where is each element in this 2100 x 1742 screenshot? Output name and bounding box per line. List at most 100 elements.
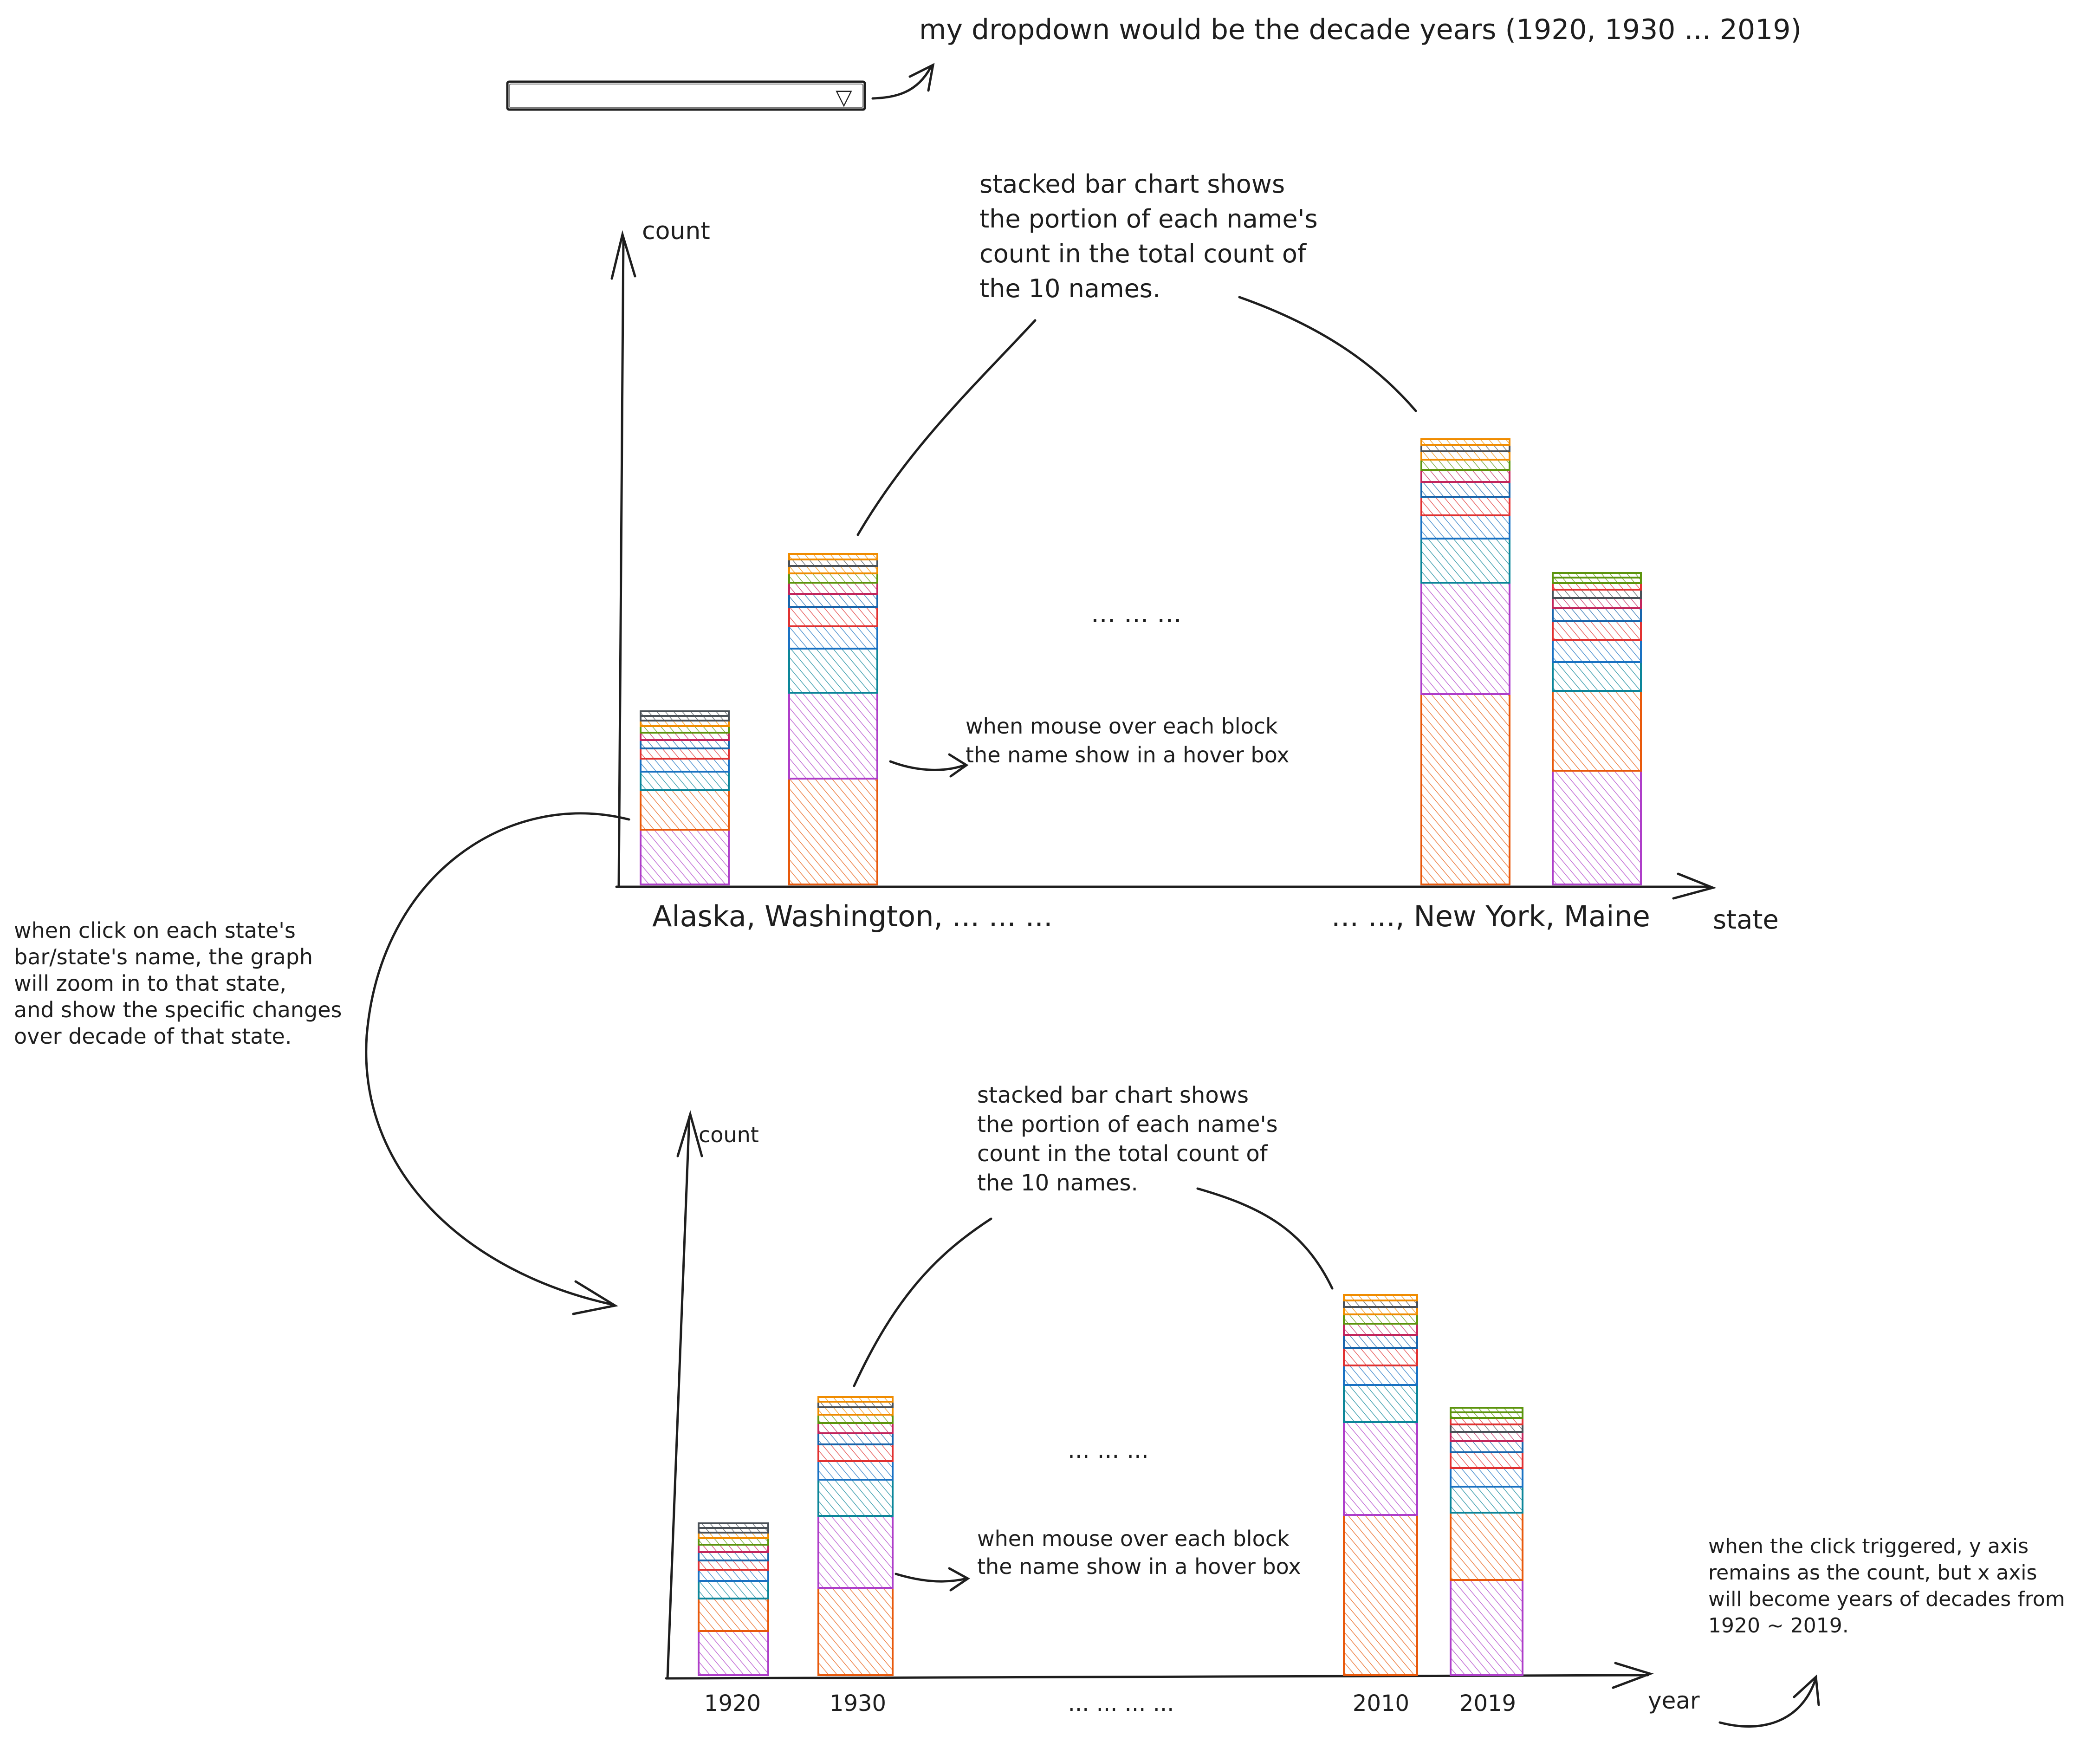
- bar-segment[interactable]: [788, 625, 878, 650]
- bar-segment[interactable]: [640, 758, 730, 773]
- bar-segment[interactable]: [1552, 607, 1642, 622]
- bar-segment[interactable]: [1450, 1431, 1523, 1442]
- bar-segment[interactable]: [640, 771, 730, 791]
- svg-text:the portion of each name's: the portion of each name's: [979, 204, 1318, 234]
- bar-segment[interactable]: [1420, 582, 1510, 695]
- top-note-line: the portion of each name's: [979, 204, 1318, 234]
- bar-segment[interactable]: [1420, 514, 1510, 540]
- zoom-arrow: [365, 812, 630, 1315]
- svg-text:the 10 names.: the 10 names.: [979, 274, 1160, 303]
- bar-segment[interactable]: [698, 1537, 769, 1546]
- bar-segment[interactable]: [698, 1522, 769, 1529]
- bar-segment[interactable]: [698, 1569, 769, 1582]
- chevron-down-icon[interactable]: ▽: [836, 84, 852, 110]
- svg-text:the portion of each name's: the portion of each name's: [977, 1112, 1278, 1138]
- bar-segment[interactable]: [1420, 469, 1510, 483]
- bar-segment[interactable]: [1343, 1323, 1418, 1336]
- top-x-labels-right: ... ..., New York, Maine: [1331, 899, 1650, 933]
- bar-segment[interactable]: [1552, 582, 1642, 591]
- bar-segment[interactable]: [1450, 1424, 1523, 1433]
- top-x-axis: [615, 872, 1717, 900]
- bar-segment[interactable]: [817, 1406, 894, 1416]
- bar-segment[interactable]: [640, 725, 730, 734]
- bar-segment[interactable]: [1552, 770, 1642, 885]
- bar-segment[interactable]: [1420, 444, 1510, 452]
- bar-segment[interactable]: [788, 648, 878, 694]
- bar-segment[interactable]: [1343, 1306, 1418, 1315]
- bar-segment[interactable]: [1420, 459, 1510, 471]
- bar-segment[interactable]: [1450, 1417, 1523, 1425]
- bar-segment[interactable]: [1450, 1451, 1523, 1469]
- bar-segment[interactable]: [788, 692, 878, 780]
- bar-segment[interactable]: [1343, 1347, 1418, 1366]
- bar-segment[interactable]: [640, 748, 730, 760]
- bottom-note: stacked bar chart shows the portion of e…: [977, 1082, 1278, 1196]
- bar-segment[interactable]: [817, 1460, 894, 1481]
- bar-segment[interactable]: [1343, 1300, 1418, 1308]
- bar-segment[interactable]: [817, 1414, 894, 1424]
- bar-segment[interactable]: [698, 1544, 769, 1553]
- bottom-right-note: when the click triggered, y axis remains…: [1708, 1534, 2065, 1638]
- bar-segment[interactable]: [1450, 1440, 1523, 1453]
- bar-segment[interactable]: [1343, 1421, 1418, 1516]
- bar-segment[interactable]: [1343, 1313, 1418, 1325]
- bar-segment[interactable]: [1552, 620, 1642, 641]
- bar-segment[interactable]: [1420, 450, 1510, 461]
- bar-segment[interactable]: [1450, 1512, 1523, 1581]
- bar-segment[interactable]: [788, 559, 878, 567]
- bar-segment[interactable]: [1450, 1579, 1523, 1676]
- bar-segment[interactable]: [1552, 597, 1642, 609]
- bar-segment[interactable]: [698, 1630, 769, 1676]
- bar-segment[interactable]: [698, 1551, 769, 1561]
- bar-segment[interactable]: [1552, 690, 1642, 772]
- bar-segment[interactable]: [1420, 438, 1510, 446]
- bar-segment[interactable]: [817, 1515, 894, 1589]
- svg-text:stacked bar chart shows: stacked bar chart shows: [979, 169, 1285, 199]
- bar-segment[interactable]: [1450, 1486, 1523, 1514]
- dropdown-note: my dropdown would be the decade years (1…: [919, 13, 1802, 46]
- bar-segment[interactable]: [788, 606, 878, 627]
- bar-segment[interactable]: [640, 829, 730, 885]
- bar-segment[interactable]: [1552, 589, 1642, 599]
- bar-segment[interactable]: [817, 1479, 894, 1517]
- top-note-line: the 10 names.: [979, 274, 1160, 303]
- bar-segment[interactable]: [698, 1598, 769, 1632]
- svg-text:will become years of decades f: will become years of decades from: [1708, 1587, 2065, 1611]
- bar-segment[interactable]: [1343, 1384, 1418, 1423]
- bar-segment[interactable]: [1420, 693, 1510, 885]
- bar-segment[interactable]: [817, 1396, 894, 1403]
- bar-segment[interactable]: [640, 739, 730, 749]
- bar-segment[interactable]: [1420, 481, 1510, 498]
- bar-segment[interactable]: [1552, 661, 1642, 692]
- bar-segment[interactable]: [1450, 1407, 1523, 1413]
- bar-segment[interactable]: [788, 778, 878, 885]
- bar-segment[interactable]: [698, 1580, 769, 1599]
- bottom-middle-ellipsis: ... ... ...: [1068, 1436, 1149, 1463]
- bar-segment[interactable]: [640, 710, 730, 717]
- svg-text:bar/state's name, the graph: bar/state's name, the graph: [14, 944, 313, 969]
- bar-segment[interactable]: [698, 1560, 769, 1571]
- bar-segment[interactable]: [817, 1422, 894, 1434]
- bar-segment[interactable]: [1420, 496, 1510, 516]
- bar-segment[interactable]: [788, 572, 878, 584]
- bar-segment[interactable]: [1343, 1294, 1418, 1301]
- bar-segment[interactable]: [817, 1587, 894, 1676]
- bar-segment[interactable]: [1343, 1334, 1418, 1349]
- bar-segment[interactable]: [817, 1432, 894, 1445]
- bottom-hover-arrow: [894, 1567, 970, 1592]
- bar-segment[interactable]: [1420, 538, 1510, 584]
- bar-segment[interactable]: [788, 582, 878, 595]
- decade-dropdown[interactable]: [506, 80, 866, 111]
- bar-segment[interactable]: [640, 732, 730, 741]
- bar-segment[interactable]: [640, 789, 730, 831]
- bar-segment[interactable]: [788, 553, 878, 560]
- bar-segment[interactable]: [788, 593, 878, 608]
- bar-segment[interactable]: [1450, 1467, 1523, 1488]
- bar-segment[interactable]: [788, 565, 878, 574]
- bar-segment[interactable]: [1343, 1514, 1418, 1676]
- bar-segment[interactable]: [817, 1443, 894, 1462]
- bar-segment[interactable]: [1552, 572, 1642, 578]
- bar-segment[interactable]: [1343, 1365, 1418, 1386]
- bar-segment[interactable]: [1552, 639, 1642, 663]
